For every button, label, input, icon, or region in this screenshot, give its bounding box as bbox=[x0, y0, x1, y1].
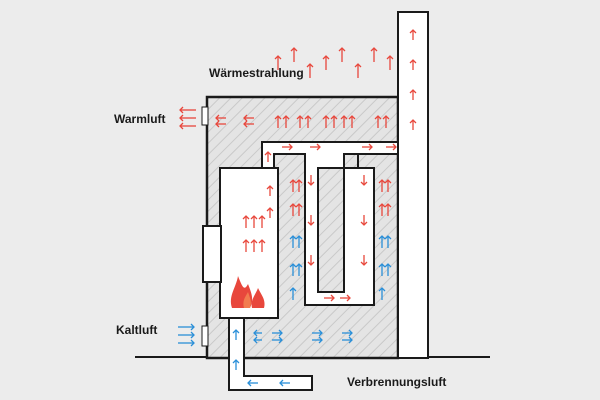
flow-arrow-head bbox=[288, 143, 293, 151]
air-intake-duct bbox=[228, 317, 313, 391]
flow-arrow-head bbox=[409, 119, 417, 124]
flow-arrow-head bbox=[348, 329, 353, 337]
flow-arrow-head bbox=[250, 239, 258, 244]
flow-arrow-head bbox=[346, 294, 351, 302]
flow-arrow-head bbox=[242, 215, 250, 220]
flow-arrow-head bbox=[322, 115, 330, 120]
flow-arrow-head bbox=[247, 379, 252, 387]
flow-arrow-head bbox=[330, 294, 335, 302]
flow-arrow-head bbox=[190, 323, 195, 331]
flow-arrow-head bbox=[307, 221, 315, 226]
flow-arrow-head bbox=[243, 120, 248, 128]
flow-arrow-head bbox=[360, 221, 368, 226]
flow-arrow-head bbox=[289, 179, 297, 184]
flue-inner-wall bbox=[317, 167, 345, 293]
flow-arrow-head bbox=[250, 215, 258, 220]
flow-arrow-head bbox=[382, 115, 390, 120]
flow-arrow-head bbox=[253, 336, 258, 344]
flow-arrow-head bbox=[322, 55, 330, 60]
flow-arrow-head bbox=[179, 114, 184, 122]
flow-arrow-head bbox=[242, 239, 250, 244]
flow-arrow-head bbox=[374, 115, 382, 120]
flow-arrow-head bbox=[384, 203, 392, 208]
flow-arrow-head bbox=[318, 336, 323, 344]
flame-icon bbox=[230, 276, 265, 308]
flow-arrow-head bbox=[232, 329, 240, 334]
flow-arrow-head bbox=[378, 287, 386, 292]
flow-arrow-head bbox=[409, 59, 417, 64]
flow-arrow-head bbox=[295, 203, 303, 208]
flow-arrow-head bbox=[348, 115, 356, 120]
flow-arrow-head bbox=[307, 261, 315, 266]
flow-arrow-head bbox=[338, 47, 346, 52]
label-kaltluft: Kaltluft bbox=[116, 323, 158, 337]
flow-arrow-head bbox=[330, 115, 338, 120]
flow-arrow-head bbox=[386, 55, 394, 60]
flow-arrow-head bbox=[289, 263, 297, 268]
flow-arrow-head bbox=[295, 235, 303, 240]
flow-arrow-head bbox=[296, 115, 304, 120]
flow-arrow-head bbox=[318, 329, 323, 337]
flow-arrow-head bbox=[278, 329, 283, 337]
flow-arrow-head bbox=[190, 331, 195, 339]
flow-arrow-head bbox=[384, 179, 392, 184]
flow-arrow-head bbox=[215, 120, 220, 128]
label-warmluft: Warmluft bbox=[114, 112, 166, 126]
flow-arrow-head bbox=[289, 287, 297, 292]
flow-arrow-head bbox=[258, 239, 266, 244]
flow-arrow-head bbox=[295, 179, 303, 184]
flow-arrow-head bbox=[215, 114, 220, 122]
flow-arrow-head bbox=[282, 115, 290, 120]
flow-arrow-head bbox=[304, 115, 312, 120]
flow-arrow-head bbox=[295, 263, 303, 268]
flow-arrow-head bbox=[340, 115, 348, 120]
warm-air-outlet bbox=[201, 106, 209, 126]
flow-arrow-head bbox=[409, 29, 417, 34]
label-verbrennungsluft: Verbrennungsluft bbox=[347, 375, 447, 389]
label-waermestrahlung: Wärmestrahlung bbox=[209, 66, 304, 80]
flow-arrow-head bbox=[279, 379, 284, 387]
flow-arrow-head bbox=[289, 203, 297, 208]
flow-arrow-head bbox=[316, 143, 321, 151]
flow-arrow-head bbox=[409, 89, 417, 94]
air-flow-arrows bbox=[178, 29, 417, 387]
flow-arrow-head bbox=[258, 215, 266, 220]
flow-arrow-head bbox=[378, 263, 386, 268]
flow-arrow-head bbox=[360, 261, 368, 266]
flow-arrow-head bbox=[307, 181, 315, 186]
flow-arrow-head bbox=[179, 122, 184, 130]
flow-arrow-head bbox=[354, 63, 362, 68]
flow-arrow-head bbox=[370, 47, 378, 52]
fire-door bbox=[202, 225, 222, 283]
flow-arrow-head bbox=[378, 235, 386, 240]
flow-arrow-head bbox=[232, 359, 240, 364]
flow-arrow-head bbox=[190, 339, 195, 347]
flow-arrow-head bbox=[274, 115, 282, 120]
flow-arrow-head bbox=[253, 329, 258, 337]
flow-arrow-head bbox=[266, 185, 274, 190]
flow-arrow-head bbox=[368, 143, 373, 151]
cold-air-inlet bbox=[201, 325, 209, 347]
flow-arrow-head bbox=[278, 336, 283, 344]
flow-arrow-head bbox=[384, 235, 392, 240]
flue-divider bbox=[343, 153, 359, 169]
flow-arrow-head bbox=[266, 207, 274, 212]
flow-arrow-head bbox=[289, 235, 297, 240]
flow-arrow-head bbox=[378, 203, 386, 208]
flow-arrow-head bbox=[290, 47, 298, 52]
flow-arrow-head bbox=[378, 179, 386, 184]
flow-arrow-head bbox=[384, 263, 392, 268]
flow-arrow-head bbox=[360, 181, 368, 186]
flow-arrow-head bbox=[306, 63, 314, 68]
flow-arrow-head bbox=[179, 106, 184, 114]
flow-arrow-head bbox=[274, 55, 282, 60]
flow-arrow-head bbox=[243, 114, 248, 122]
flow-arrow-head bbox=[264, 151, 272, 156]
flow-arrow-head bbox=[348, 336, 353, 344]
flow-arrow-head bbox=[392, 143, 397, 151]
